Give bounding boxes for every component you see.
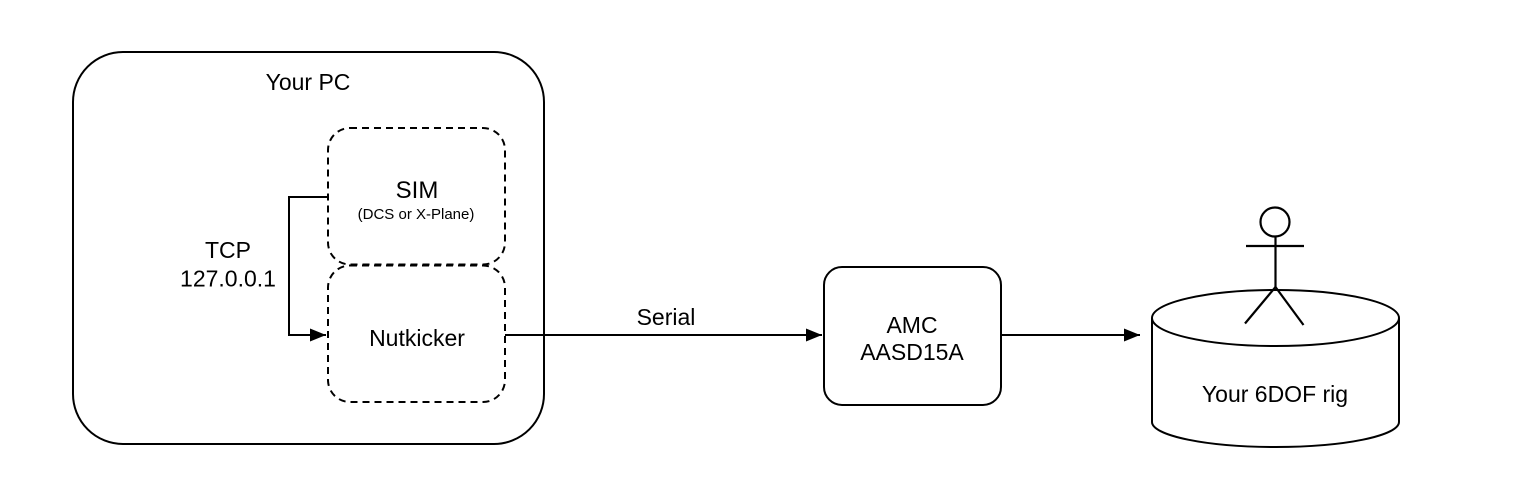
your-pc-label: Your PC bbox=[266, 69, 351, 95]
sim-label: SIM bbox=[396, 177, 439, 204]
nutkicker-box bbox=[327, 264, 506, 403]
person-right-leg bbox=[1274, 286, 1305, 326]
amc-label-line1: AMC bbox=[886, 312, 937, 338]
nutkicker-label: Nutkicker bbox=[369, 325, 465, 351]
rig-cylinder-top bbox=[1151, 289, 1400, 347]
tcp-label-line2: 127.0.0.1 bbox=[180, 266, 276, 292]
sim-sublabel: (DCS or X-Plane) bbox=[358, 206, 475, 223]
person-icon bbox=[1244, 206, 1305, 326]
rig-label: Your 6DOF rig bbox=[1202, 381, 1348, 407]
your-pc-box bbox=[72, 51, 545, 445]
person-head bbox=[1259, 206, 1291, 238]
person-left-leg bbox=[1244, 286, 1277, 325]
amc-label-line2: AASD15A bbox=[860, 339, 964, 365]
rig-cylinder-body bbox=[1151, 318, 1400, 448]
rig-cylinder bbox=[1151, 289, 1400, 448]
tcp-connector-arrow bbox=[288, 196, 328, 342]
tcp-label-line1: TCP bbox=[205, 237, 251, 263]
serial-label: Serial bbox=[637, 304, 696, 330]
